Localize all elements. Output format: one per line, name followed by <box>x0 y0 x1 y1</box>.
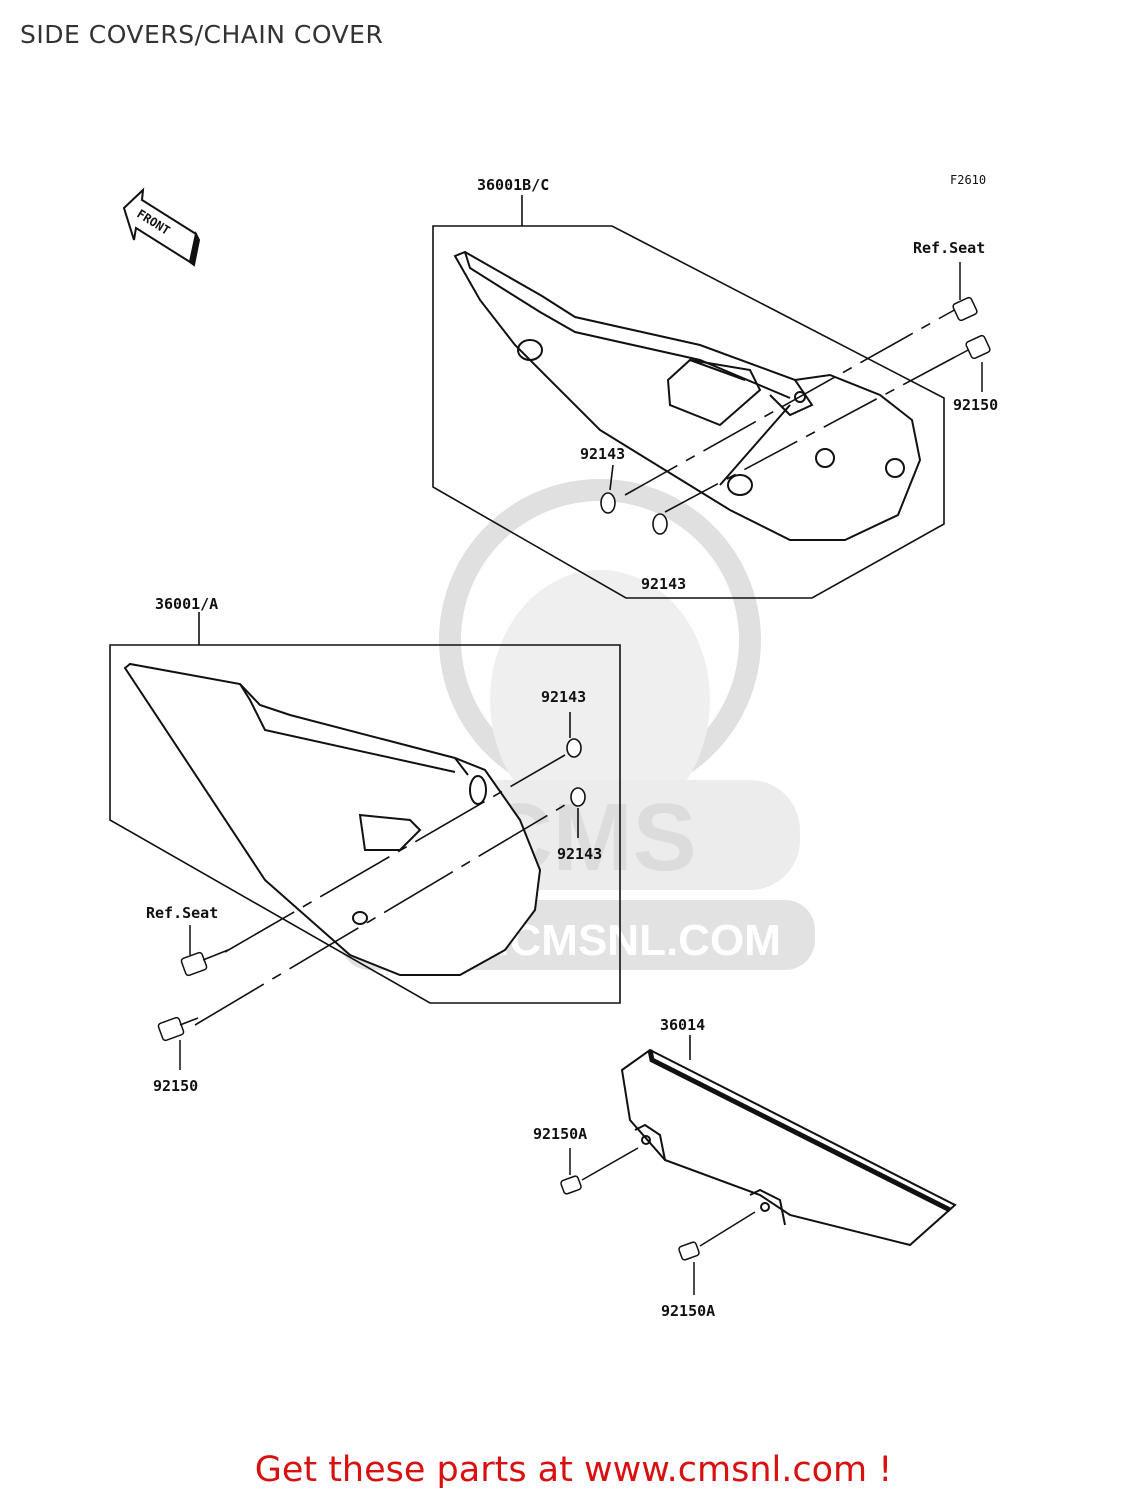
page-title: SIDE COVERS/CHAIN COVER <box>20 20 384 49</box>
label-left-bolt: 92150 <box>153 1077 198 1095</box>
footer-link[interactable]: Get these parts at www.cmsnl.com ! <box>254 1450 893 1490</box>
label-chain-cover: 36014 <box>660 1016 705 1034</box>
label-left-washer-lower: 92143 <box>557 845 602 863</box>
label-top-washer-lower: 92143 <box>641 575 686 593</box>
chain-bolt-lower-icon <box>678 1211 756 1295</box>
left-washer-upper-icon <box>566 738 582 758</box>
left-assembly-frame <box>109 644 621 1004</box>
top-bolt-icon <box>954 334 991 392</box>
label-top-washer-upper: 92143 <box>580 445 625 463</box>
front-arrow-icon: FRONT <box>122 187 201 267</box>
left-ref-seat-bolt-icon <box>180 925 229 977</box>
label-left-washer-upper: 92143 <box>541 688 586 706</box>
label-top-assembly: 36001B/C <box>477 176 549 194</box>
left-washer-lower-icon <box>570 787 586 807</box>
chain-cover <box>620 1048 957 1247</box>
top-washer-lower-icon <box>652 513 668 535</box>
label-chain-bolt-lower: 92150A <box>661 1302 715 1320</box>
label-top-bolt: 92150 <box>953 396 998 414</box>
top-side-cover <box>453 250 922 541</box>
label-chain-bolt-upper: 92150A <box>533 1125 587 1143</box>
label-left-ref-seat: Ref.Seat <box>146 904 218 922</box>
left-side-cover <box>123 662 542 976</box>
left-bolt-icon <box>157 1016 199 1070</box>
figure-code: F2610 <box>950 173 986 187</box>
top-washer-upper-icon <box>600 492 616 514</box>
label-left-assembly: 36001/A <box>155 595 218 613</box>
top-assembly-frame <box>432 225 945 599</box>
top-ref-seat-bolt-icon <box>939 262 978 322</box>
label-top-ref-seat: Ref.Seat <box>913 239 985 257</box>
chain-bolt-upper-icon <box>560 1147 639 1195</box>
